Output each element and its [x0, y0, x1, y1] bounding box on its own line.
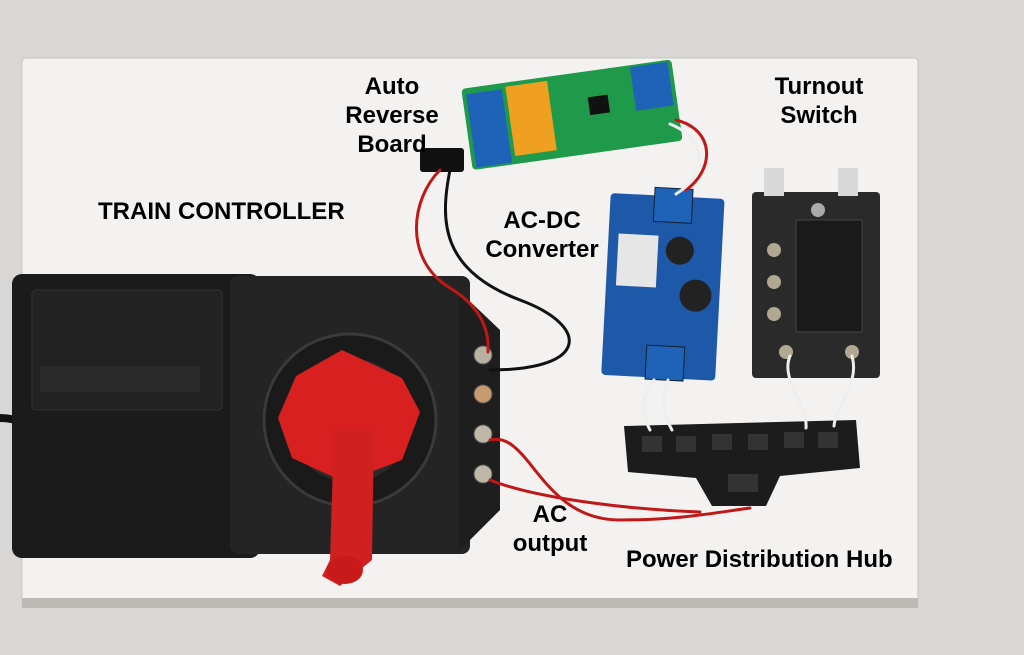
throttle-knob — [278, 350, 420, 482]
label-ac-output-line-1: AC — [532, 501, 568, 528]
hub-clip-6 — [818, 432, 838, 448]
relay-chip — [587, 94, 611, 116]
turnout-switch — [752, 168, 880, 378]
ac-dc-converter — [601, 186, 725, 382]
turnout-terminal-5 — [845, 345, 859, 359]
turnout-terminal-top — [811, 203, 825, 217]
hub-clip-1 — [642, 436, 662, 452]
relay-output-terminal — [629, 61, 674, 111]
label-power-distribution-hub: Power Distribution Hub — [626, 546, 893, 573]
white-wire-relay-to-converter — [668, 122, 701, 196]
label-ac-output: AC output — [508, 500, 592, 558]
label-turnout-switch-line-2: Switch — [780, 102, 858, 129]
red-wire-ac-output — [488, 437, 752, 522]
converter-heatsink — [615, 233, 659, 288]
wiring — [415, 118, 855, 522]
turnout-mounting-tab-left — [764, 168, 784, 196]
auto-reverse-board — [461, 59, 683, 170]
embossed-badge — [40, 366, 200, 392]
label-train-controller: TRAIN CONTROLLER — [98, 198, 345, 225]
label-auto-reverse-board: Auto Reverse Board — [338, 72, 446, 159]
label-auto-reverse-board-line-1: Auto — [364, 73, 420, 100]
throttle-knob-tip — [327, 556, 363, 584]
hub-clip-2 — [676, 436, 696, 452]
label-ac-dc-converter-line-1: AC-DC — [503, 207, 581, 234]
hub-center-clip — [728, 474, 758, 492]
turnout-terminal-2 — [767, 275, 781, 289]
label-ac-output-line-2: output — [512, 530, 588, 557]
relay-input-connector — [420, 148, 464, 172]
power-distribution-hub — [624, 420, 860, 506]
relay — [505, 80, 557, 157]
relay-terminal-block — [466, 89, 513, 168]
controller-terminal-strip — [458, 290, 500, 552]
label-auto-reverse-board-line-3: Board — [357, 131, 427, 158]
label-ac-dc-converter-line-2: Converter — [485, 236, 599, 263]
converter-bottom-terminal — [644, 344, 686, 382]
converter-capacitor-2 — [679, 279, 712, 312]
controller-terminal-3 — [473, 424, 493, 444]
red-wire-relay-to-converter — [674, 118, 709, 192]
converter-capacitor-1 — [665, 236, 694, 265]
train-controller — [12, 274, 500, 586]
hub-clip-5 — [784, 432, 804, 448]
throttle-knob-handle — [322, 430, 374, 586]
hub-clip-4 — [748, 434, 768, 450]
red-wire-ac-output-2 — [488, 478, 702, 514]
label-turnout-switch-line-1: Turnout — [774, 73, 864, 100]
turnout-terminal-3 — [767, 307, 781, 321]
hub-clip-3 — [712, 434, 732, 450]
label-ac-dc-converter: AC-DC Converter — [480, 206, 604, 264]
turnout-mounting-tab-right — [838, 168, 858, 196]
label-turnout-switch: Turnout Switch — [760, 72, 878, 130]
white-wires-converter-to-hub — [642, 378, 674, 432]
white-wires-turnout-to-hub — [786, 354, 855, 430]
label-auto-reverse-board-line-2: Reverse — [345, 102, 439, 129]
turnout-terminal-1 — [767, 243, 781, 257]
board-shadow — [22, 598, 918, 608]
turnout-switch-slider — [795, 219, 863, 333]
controller-terminal-4 — [473, 464, 493, 484]
black-wire-relay-to-controller — [444, 168, 571, 372]
converter-top-terminal — [652, 186, 694, 224]
red-wire-relay-to-controller — [415, 168, 490, 354]
controller-terminal-2 — [473, 384, 493, 404]
